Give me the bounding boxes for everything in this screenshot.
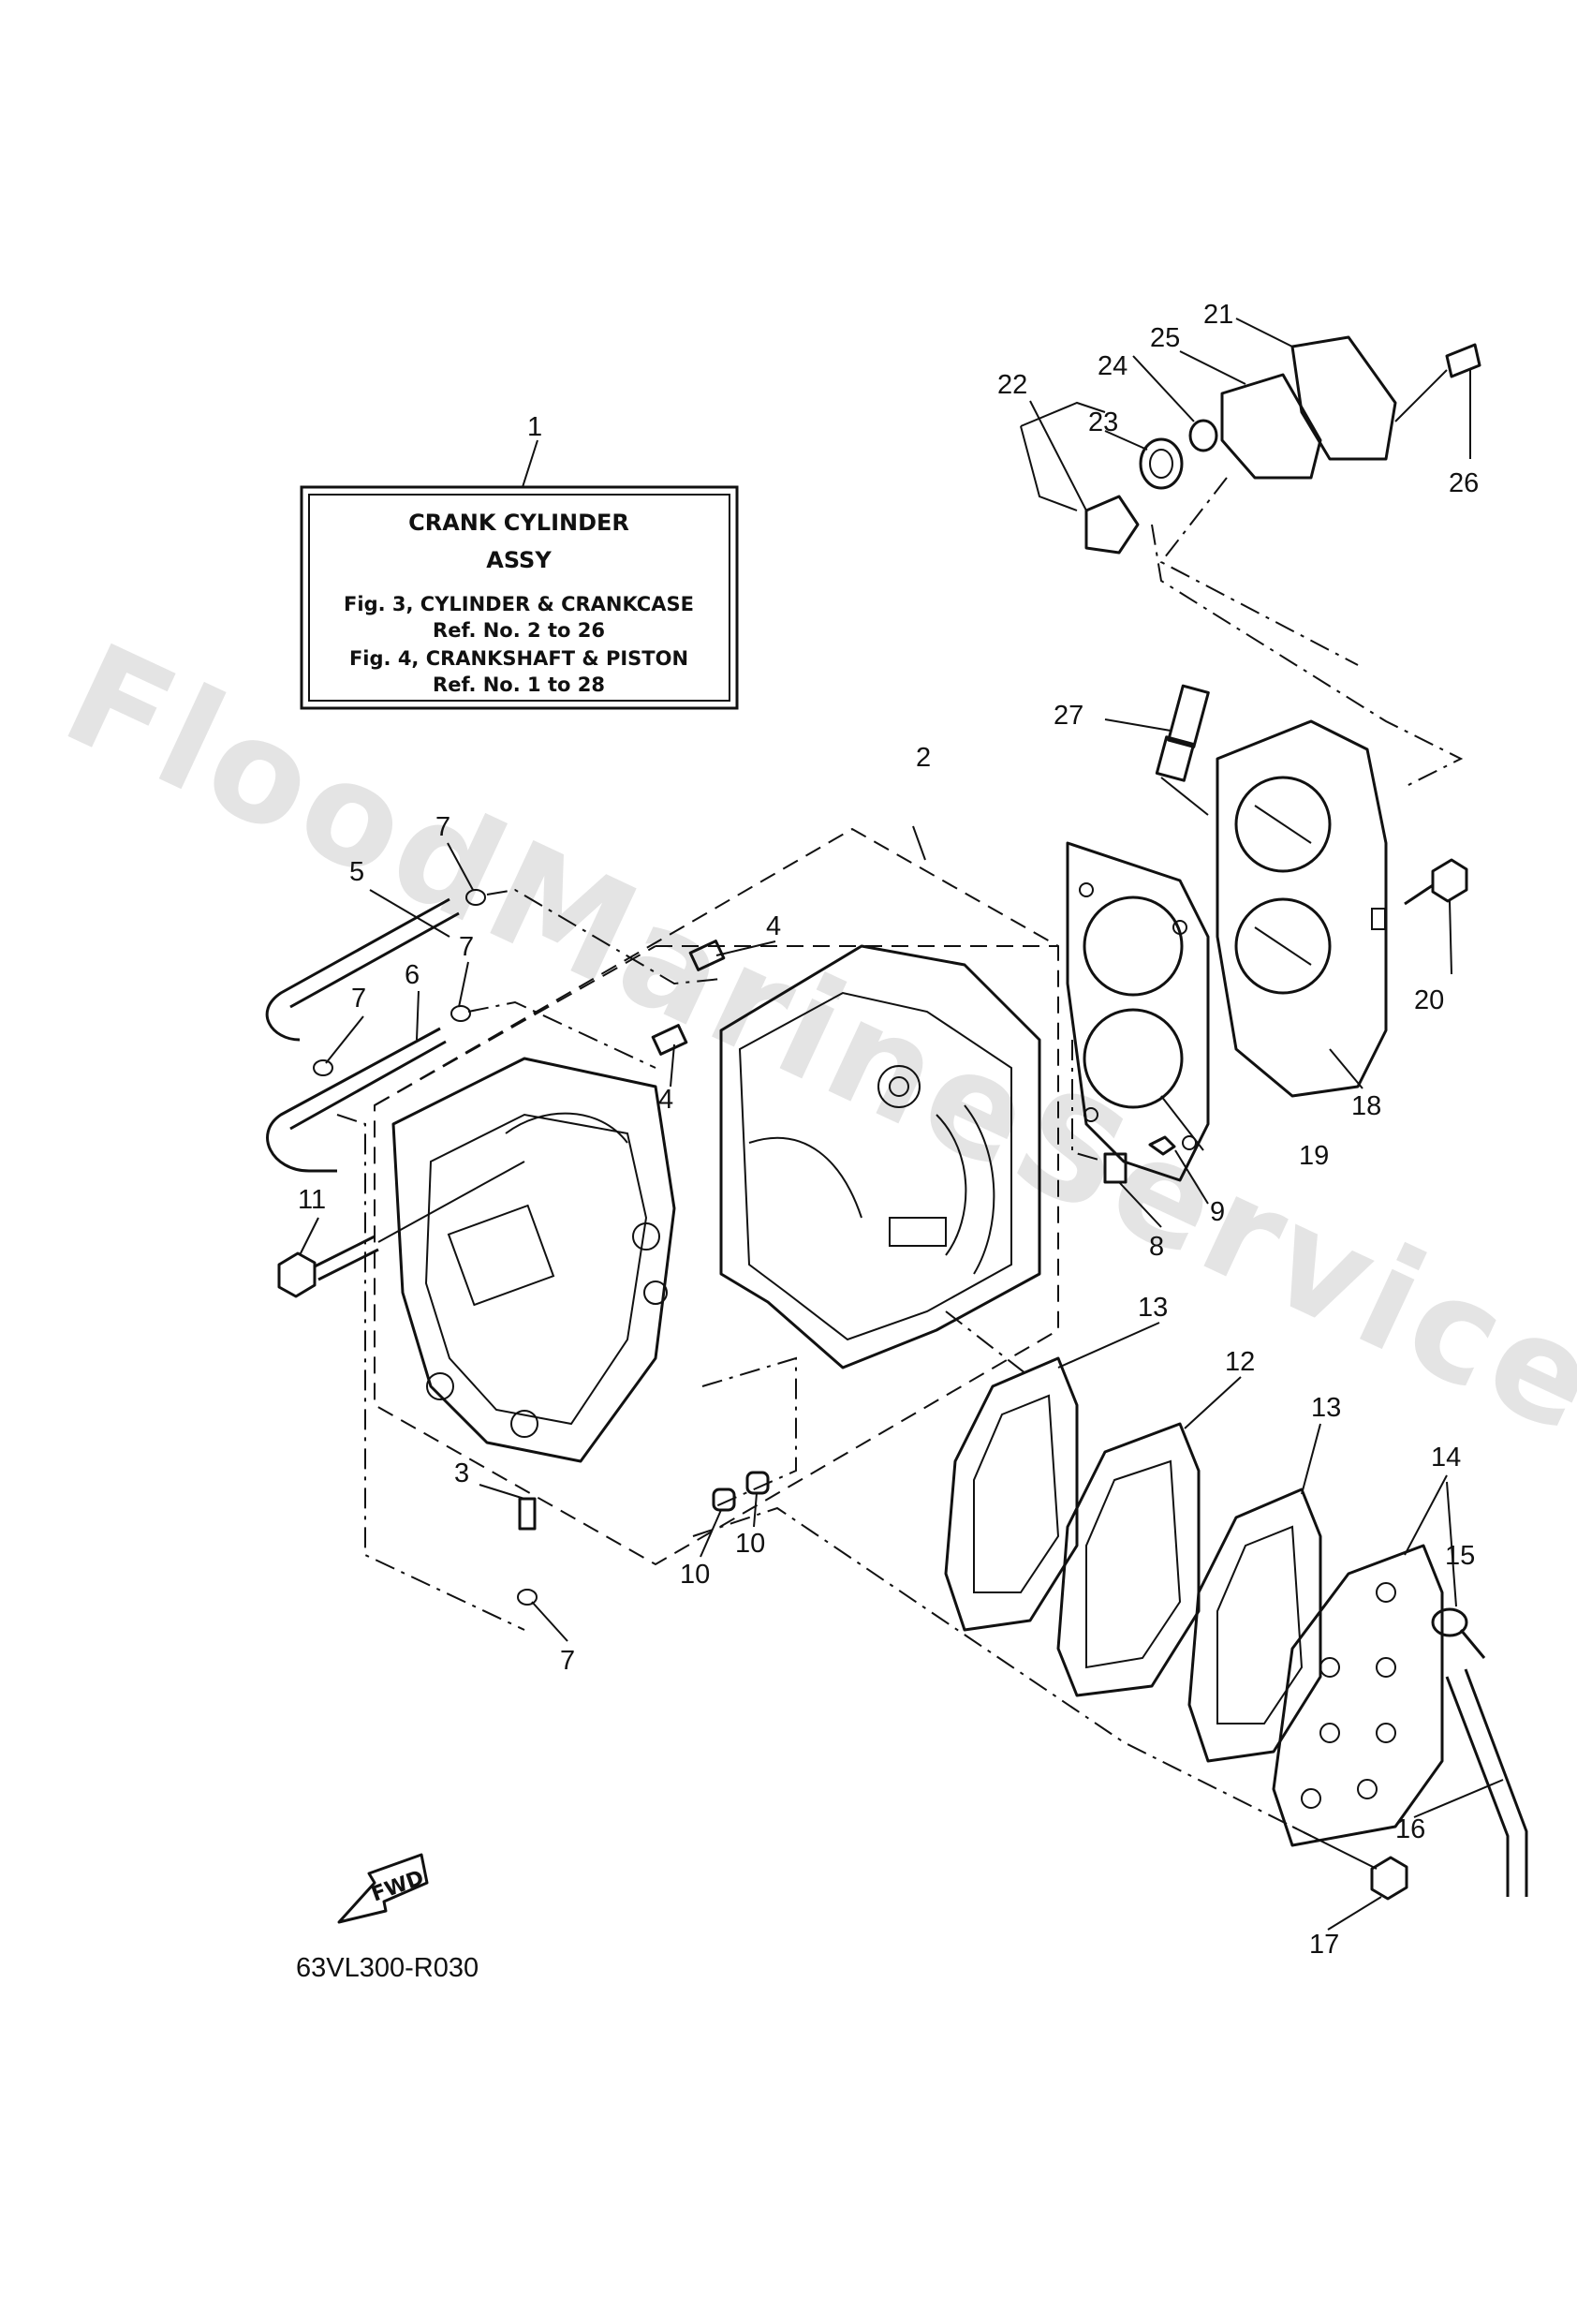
callout-13b: 13 xyxy=(1311,1393,1341,1423)
assembly-guide-lines xyxy=(336,477,1464,1837)
exhaust-gasket-13-left xyxy=(944,1356,1079,1632)
callout-25: 25 xyxy=(1150,323,1180,353)
watermark: FloodMarineServices xyxy=(42,614,1577,1505)
info-line-2: ASSY xyxy=(486,547,552,573)
forward-arrow-icon: FWD xyxy=(337,1853,429,1924)
callout-3: 3 xyxy=(454,1458,469,1488)
exhaust-cover-14 xyxy=(1272,1544,1444,1847)
info-line-4: Ref. No. 2 to 26 xyxy=(433,619,605,642)
callout-9: 9 xyxy=(1210,1197,1225,1227)
callout-4b: 4 xyxy=(658,1085,673,1115)
callout-16: 16 xyxy=(1395,1814,1425,1844)
callout-11: 11 xyxy=(298,1185,326,1215)
bolt-20 xyxy=(1404,858,1468,975)
callout-leader-lines xyxy=(299,318,1504,1931)
callout-20: 20 xyxy=(1414,985,1444,1015)
exhaust-plate-12 xyxy=(1056,1422,1201,1697)
callout-13a: 13 xyxy=(1138,1293,1168,1323)
assembly-info-box: CRANK CYLINDER ASSY Fig. 3, CYLINDER & C… xyxy=(300,439,739,710)
fitting-15 xyxy=(1431,1607,1486,1659)
callout-7c: 7 xyxy=(351,984,366,1014)
spark-plug-27 xyxy=(1104,684,1210,816)
callout-17: 17 xyxy=(1309,1930,1339,1960)
callout-18: 18 xyxy=(1351,1091,1381,1121)
diagram-code: 63VL300-R030 xyxy=(296,1953,479,1983)
callout-14: 14 xyxy=(1431,1443,1461,1473)
callout-24: 24 xyxy=(1098,351,1127,381)
head-gasket-19 xyxy=(1066,841,1210,1182)
assembly-outline xyxy=(374,825,1059,1566)
callout-22: 22 xyxy=(997,370,1027,400)
callout-27: 27 xyxy=(1054,701,1083,731)
callout-5: 5 xyxy=(349,857,364,887)
callout-10a: 10 xyxy=(680,1560,710,1590)
callout-labels: 1 2 3 4 4 5 6 7 7 7 7 8 9 10 10 11 12 13… xyxy=(298,300,1479,1960)
bolt-17 xyxy=(1291,1826,1408,1901)
callout-19: 19 xyxy=(1299,1141,1329,1171)
hose-6 xyxy=(266,1027,447,1173)
callout-6: 6 xyxy=(405,960,420,990)
callout-7b: 7 xyxy=(459,932,474,962)
hose-5 xyxy=(265,897,460,1042)
callout-12: 12 xyxy=(1225,1347,1255,1377)
hose-16 xyxy=(1445,1668,1528,1897)
callout-2: 2 xyxy=(916,743,931,773)
callout-15: 15 xyxy=(1445,1541,1475,1571)
callout-21: 21 xyxy=(1203,300,1233,330)
thermostat-assembly xyxy=(1020,335,1481,555)
crankcase-part xyxy=(719,944,1041,1369)
cylinder-head-18 xyxy=(1216,719,1388,1098)
callout-7d: 7 xyxy=(560,1646,575,1676)
callout-1: 1 xyxy=(527,412,542,442)
info-line-1: CRANK CYLINDER xyxy=(408,510,629,536)
callout-26: 26 xyxy=(1449,468,1479,498)
info-line-3: Fig. 3, CYLINDER & CRANKCASE xyxy=(344,593,694,615)
callout-10b: 10 xyxy=(735,1529,765,1559)
callout-8: 8 xyxy=(1149,1232,1164,1262)
info-line-6: Ref. No. 1 to 28 xyxy=(433,674,605,696)
exhaust-gasket-13-right xyxy=(1187,1488,1322,1763)
callout-23: 23 xyxy=(1088,407,1118,437)
fwd-label: FWD xyxy=(369,1866,428,1906)
info-line-5: Fig. 4, CRANKSHAFT & PISTON xyxy=(349,647,688,670)
callout-7a: 7 xyxy=(435,812,450,842)
crankcase-cover-part xyxy=(391,1057,676,1463)
callout-4a: 4 xyxy=(766,911,781,941)
